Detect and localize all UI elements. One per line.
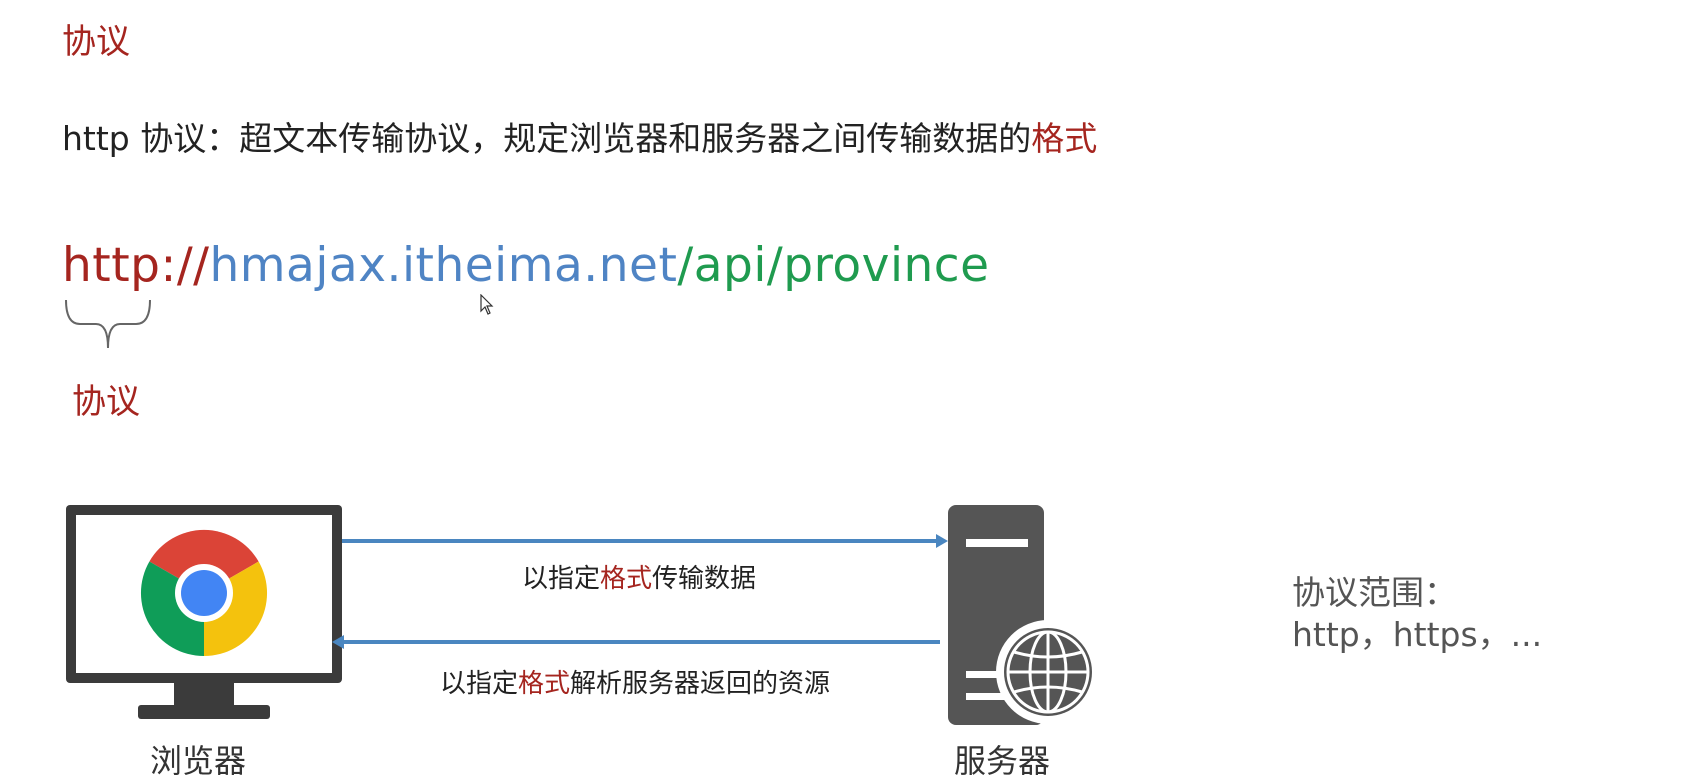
arrows bbox=[332, 534, 948, 649]
brace-label: 协议 bbox=[72, 382, 140, 422]
url-domain: hmajax.itheima.net bbox=[209, 238, 678, 293]
url-example: http://hmajax.itheima.net/api/province bbox=[62, 238, 990, 293]
request-prefix: 以指定 bbox=[522, 564, 601, 594]
request-highlight: 格式 bbox=[600, 564, 653, 594]
browser-label: 浏览器 bbox=[150, 742, 247, 780]
monitor-icon bbox=[66, 505, 342, 719]
request-arrow bbox=[342, 534, 948, 548]
server-label: 服务器 bbox=[954, 742, 1051, 780]
url-path: /api/province bbox=[677, 238, 990, 293]
request-suffix: 传输数据 bbox=[652, 564, 757, 594]
chrome-logo-icon bbox=[140, 529, 268, 656]
definition-prefix: http 协议：超文本传输协议，规定浏览器和服务器之间传输数据的 bbox=[62, 119, 1032, 158]
response-arrow bbox=[332, 635, 940, 649]
definition-text: http 协议：超文本传输协议，规定浏览器和服务器之间传输数据的格式 bbox=[62, 112, 1097, 160]
protocol-scope: 协议范围： http，https，... bbox=[1292, 572, 1542, 656]
response-prefix: 以指定 bbox=[440, 669, 519, 699]
scope-title: 协议范围： bbox=[1292, 573, 1457, 612]
definition-highlight: 格式 bbox=[1031, 119, 1098, 158]
response-suffix: 解析服务器返回的资源 bbox=[570, 669, 831, 699]
brace-icon bbox=[65, 299, 151, 349]
server-icon bbox=[948, 505, 1100, 725]
globe-icon bbox=[996, 620, 1100, 724]
mouse-cursor-icon bbox=[480, 294, 494, 315]
scope-values: http，https，... bbox=[1292, 615, 1543, 654]
request-label: 以指定格式传输数据 bbox=[522, 558, 756, 595]
page-title: 协议 bbox=[62, 22, 130, 62]
response-highlight: 格式 bbox=[518, 669, 571, 699]
response-label: 以指定格式解析服务器返回的资源 bbox=[440, 663, 830, 700]
url-protocol: http:// bbox=[62, 238, 210, 293]
